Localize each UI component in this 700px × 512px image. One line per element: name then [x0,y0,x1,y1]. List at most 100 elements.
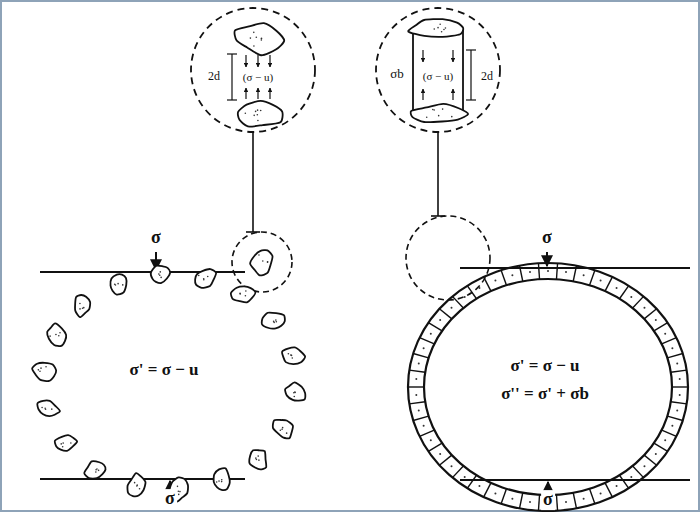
grain-stipple [79,303,81,305]
soil-grain [411,104,468,122]
grain-stipple [245,290,247,292]
stress-label: (σ − u) [421,70,455,82]
soil-grain [75,295,90,317]
soil-grain [262,313,285,329]
grain-boundary [590,270,595,285]
grain-stipple [260,110,262,112]
grain-stipple [464,476,466,478]
soil-grain [231,286,256,302]
grain-boundary [654,323,668,331]
grain-stipple [679,394,681,396]
grain-stipple [49,335,51,337]
grain-stipple [643,465,645,467]
grain-stipple [282,427,284,429]
grain-stipple [478,287,480,289]
grain-boundary [620,475,629,488]
grain-stipple [529,271,531,273]
grain-stipple [565,271,567,273]
grain-stipple [451,116,453,118]
grain-stipple [655,319,657,321]
grain-stipple [178,494,180,496]
grain-stipple [122,284,124,286]
grain-stipple [239,293,241,295]
grain-stipple [258,254,260,256]
grain-stipple [115,284,117,286]
grain-stipple [70,442,72,444]
ring-outer [408,263,688,511]
grain-boundary [573,493,576,509]
grain-stipple [258,459,260,461]
grain-stipple [216,481,218,483]
grain-boundary [644,455,656,465]
grain-stipple [511,498,513,500]
grain-stipple [423,425,425,427]
grain-boundary [428,443,442,451]
bond-stress-label: σb [388,67,406,81]
grain-stipple [616,485,618,487]
grain-stipple [630,296,632,298]
grain-stipple [679,378,681,380]
grain-stipple [95,469,97,471]
dimension-label: 2d [206,70,222,83]
grain-stipple [616,287,618,289]
grain-stipple [136,485,138,487]
grain-stipple [221,479,223,481]
grain-boundary [662,430,677,436]
grain-stipple [426,116,428,118]
grain-boundary [633,466,644,478]
grain-stipple [676,410,678,412]
grain-stipple [415,394,417,396]
grain-boundary [605,277,612,291]
grain-boundary [654,443,668,451]
grain-stipple [276,321,278,323]
soil-grain [195,269,216,288]
soil-grain [408,19,463,37]
grain-boundary [409,402,425,404]
grain-stipple [443,29,445,31]
soil-grain [285,382,305,400]
inset-right [376,8,500,300]
grain-stipple [253,45,255,47]
grain-boundary [501,270,506,285]
grain-boundary [644,309,656,319]
grain-stipple [442,108,444,110]
grain-stipple [178,490,180,492]
grain-stipple [253,32,255,34]
grain-boundary [467,286,476,299]
grain-stipple [198,275,200,277]
grain-boundary [520,266,523,282]
grain-stipple [494,280,496,282]
grain-stipple [218,480,220,482]
grain-stipple [439,23,441,25]
grain-boundary [484,277,491,291]
grain-stipple [39,370,41,372]
grain-stipple [136,484,138,486]
grain-boundary [620,286,629,299]
grain-boundary [556,263,557,279]
dimension-label: 2d [479,70,495,83]
grain-stipple [478,485,480,487]
grain-stipple [451,307,453,309]
grain-stipple [494,492,496,494]
grain-boundary [413,354,428,358]
grain-stipple [257,120,259,122]
grain-boundary [538,495,539,511]
grain-stipple [291,355,293,357]
grain-stipple [58,335,60,337]
grain-boundary [538,263,539,279]
grain-boundary [667,416,682,420]
grain-boundary [605,483,612,497]
grain-boundary [413,416,428,420]
grain-stipple [261,37,263,39]
grain-boundary [420,338,435,344]
grain-stipple [664,439,666,441]
soil-grain [55,435,77,451]
grain-stipple [583,274,585,276]
soil-grain [47,323,66,346]
grain-stipple [423,347,425,349]
total-stress-label: σ [149,228,163,248]
soil-grain [250,250,272,275]
grain-stipple [267,261,269,263]
grain-stipple [676,362,678,364]
grain-stipple [62,442,64,444]
